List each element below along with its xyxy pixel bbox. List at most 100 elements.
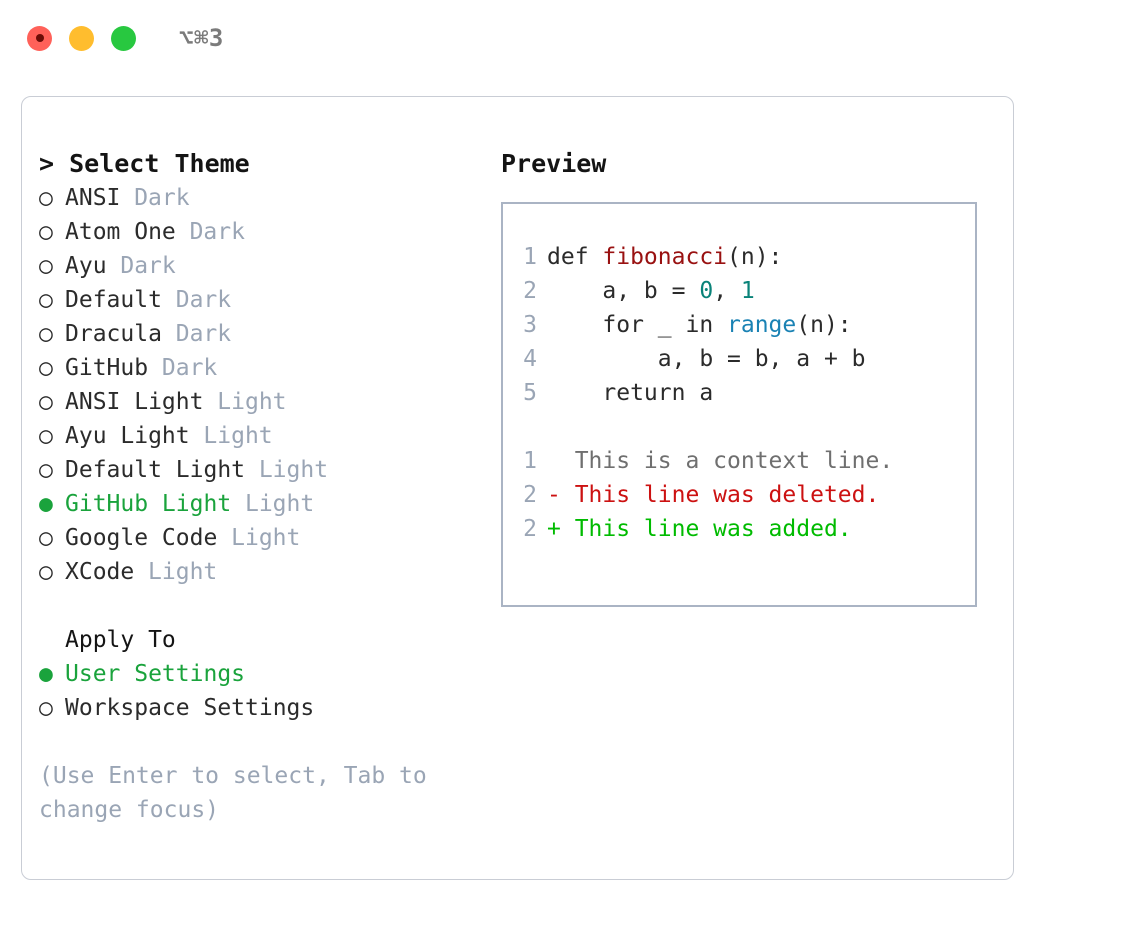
radio-unselected-icon: ○ (39, 559, 53, 585)
radio-unselected-icon: ○ (39, 525, 53, 551)
theme-option[interactable]: ○ Ayu Light Light (39, 419, 479, 453)
code-line: 5 return a (503, 376, 975, 410)
keyboard-shortcut-label: ⌥⌘3 (179, 24, 224, 52)
code-line: 4 a, b = b, a + b (503, 342, 975, 376)
code-line-number: 5 (523, 380, 537, 406)
diff-line-content: This is a context line. (547, 448, 894, 474)
maximize-button[interactable] (111, 25, 136, 51)
radio-selected-icon: ● (39, 661, 53, 687)
diff-line-number: 2 (523, 516, 537, 542)
apply-to-option-label: Workspace Settings (65, 695, 315, 721)
code-token: a, b = b, a + b (547, 346, 866, 372)
theme-option[interactable]: ○ Default Light Light (39, 453, 479, 487)
radio-unselected-icon: ○ (39, 185, 53, 211)
theme-option-tag: Light (258, 457, 329, 483)
code-token: (n): (727, 244, 783, 270)
apply-to-option-label: User Settings (65, 661, 246, 687)
diff-line-number: 2 (523, 482, 537, 508)
theme-option[interactable]: ○ Dracula Dark (39, 317, 479, 351)
preview-heading: Preview (501, 149, 607, 178)
minimize-button[interactable] (69, 25, 94, 51)
theme-option-label: XCode (65, 559, 135, 585)
close-button[interactable] (27, 25, 52, 51)
code-token: fibonacci (602, 244, 728, 270)
code-token: 0 (699, 278, 714, 304)
radio-unselected-icon: ○ (39, 321, 53, 347)
theme-option[interactable]: ○ ANSI Dark (39, 181, 479, 215)
theme-option-label: ANSI (65, 185, 121, 211)
theme-option-label: GitHub Light (65, 491, 232, 517)
code-line-number: 2 (523, 278, 537, 304)
theme-option-label: GitHub (65, 355, 149, 381)
code-line-content: for _ in range(n): (547, 308, 852, 342)
list-spacer (39, 589, 479, 623)
theme-option[interactable]: ○ Ayu Dark (39, 249, 479, 283)
theme-option-label: Default Light (65, 457, 246, 483)
radio-unselected-icon: ○ (39, 423, 53, 449)
apply-to-list[interactable]: ● User Settings ○ Workspace Settings (39, 657, 479, 725)
apply-to-option[interactable]: ○ Workspace Settings (39, 691, 479, 725)
code-token: 1 (740, 278, 755, 304)
radio-selected-icon: ● (39, 491, 53, 517)
code-token: for _ in (547, 312, 728, 338)
code-line-number: 3 (523, 312, 537, 338)
code-token: return a (547, 380, 714, 406)
title-bar: ⌥⌘3 (0, 0, 1140, 76)
theme-option-tag: Dark (175, 321, 232, 347)
theme-option-label: Google Code (65, 525, 218, 551)
theme-option-tag: Dark (161, 355, 218, 381)
code-token: range (727, 312, 797, 338)
code-token: def (547, 244, 603, 270)
theme-option-tag: Dark (120, 253, 176, 279)
radio-unselected-icon: ○ (39, 389, 53, 415)
diff-line: 2 - This line was deleted. (503, 478, 975, 512)
apply-to-heading: Apply To (65, 627, 176, 653)
close-icon (35, 34, 44, 42)
theme-option-tag: Dark (134, 185, 190, 211)
diff-line: 2 + This line was added. (503, 512, 975, 546)
apply-to-option[interactable]: ● User Settings (39, 657, 479, 691)
code-line-number: 1 (523, 244, 537, 270)
code-line-content: a, b = 0, 1 (547, 274, 755, 308)
theme-option-label: Ayu (65, 253, 107, 279)
diff-line-content: - This line was deleted. (547, 482, 880, 508)
code-line-content: return a (547, 376, 713, 410)
theme-option-label: Dracula (65, 321, 162, 347)
code-token: (n): (796, 312, 852, 338)
radio-unselected-icon: ○ (39, 695, 53, 721)
code-diff-spacer (503, 410, 975, 444)
diff-sample: 1 This is a context line. 2 - This line wa… (503, 444, 975, 546)
theme-option-tag: Light (231, 525, 301, 551)
code-line-number: 4 (523, 346, 537, 372)
code-line-content: def fibonacci(n): (547, 240, 782, 274)
code-token: a, b = (547, 278, 700, 304)
radio-unselected-icon: ○ (39, 219, 53, 245)
theme-option-tag: Light (203, 423, 273, 449)
diff-line-number: 1 (523, 448, 537, 474)
code-line: 1 def fibonacci(n): (503, 240, 975, 274)
radio-unselected-icon: ○ (39, 253, 53, 279)
theme-option-tag: Light (217, 389, 287, 415)
diff-line: 1 This is a context line. (503, 444, 975, 478)
theme-option[interactable]: ○ Google Code Light (39, 521, 479, 555)
theme-option-label: Atom One (65, 219, 176, 245)
radio-unselected-icon: ○ (39, 457, 53, 483)
hint-spacer (39, 725, 479, 759)
diff-line-content: + This line was added. (547, 516, 852, 542)
code-line: 2 a, b = 0, 1 (503, 274, 975, 308)
keyboard-hint-text: (Use Enter to select, Tab to change focu… (39, 763, 427, 823)
select-theme-heading: > Select Theme (39, 149, 250, 178)
theme-option-label: Ayu Light (65, 423, 190, 449)
